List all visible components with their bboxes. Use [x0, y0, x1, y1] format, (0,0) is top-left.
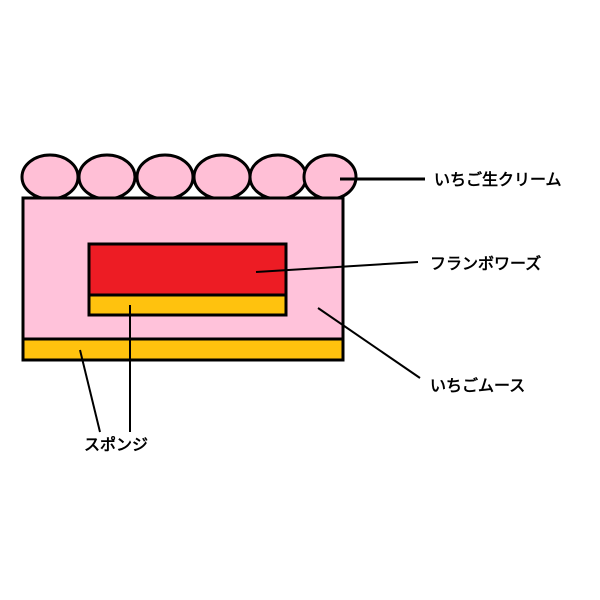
label-mousse: いちごムース — [430, 376, 526, 395]
inner-sponge-layer — [87, 293, 288, 317]
leader-line-framboise — [255, 261, 419, 273]
cream-dollop — [192, 153, 252, 201]
leader-line-mousse — [317, 307, 421, 379]
label-cream: いちご生クリーム — [434, 170, 562, 189]
bottom-sponge-layer — [21, 337, 345, 362]
leader-line-sponge-bottom — [79, 349, 101, 433]
cream-dollop — [135, 153, 195, 201]
label-sponge: スポンジ — [84, 435, 149, 454]
framboise-layer — [87, 242, 288, 297]
cream-dollop — [302, 153, 358, 201]
cream-dollop — [77, 153, 137, 201]
cream-dollop — [20, 153, 80, 201]
label-framboise: フランボワーズ — [430, 254, 542, 273]
cream-dollop — [248, 153, 308, 201]
cream-dollops — [20, 153, 358, 201]
leader-lines — [79, 177, 425, 433]
